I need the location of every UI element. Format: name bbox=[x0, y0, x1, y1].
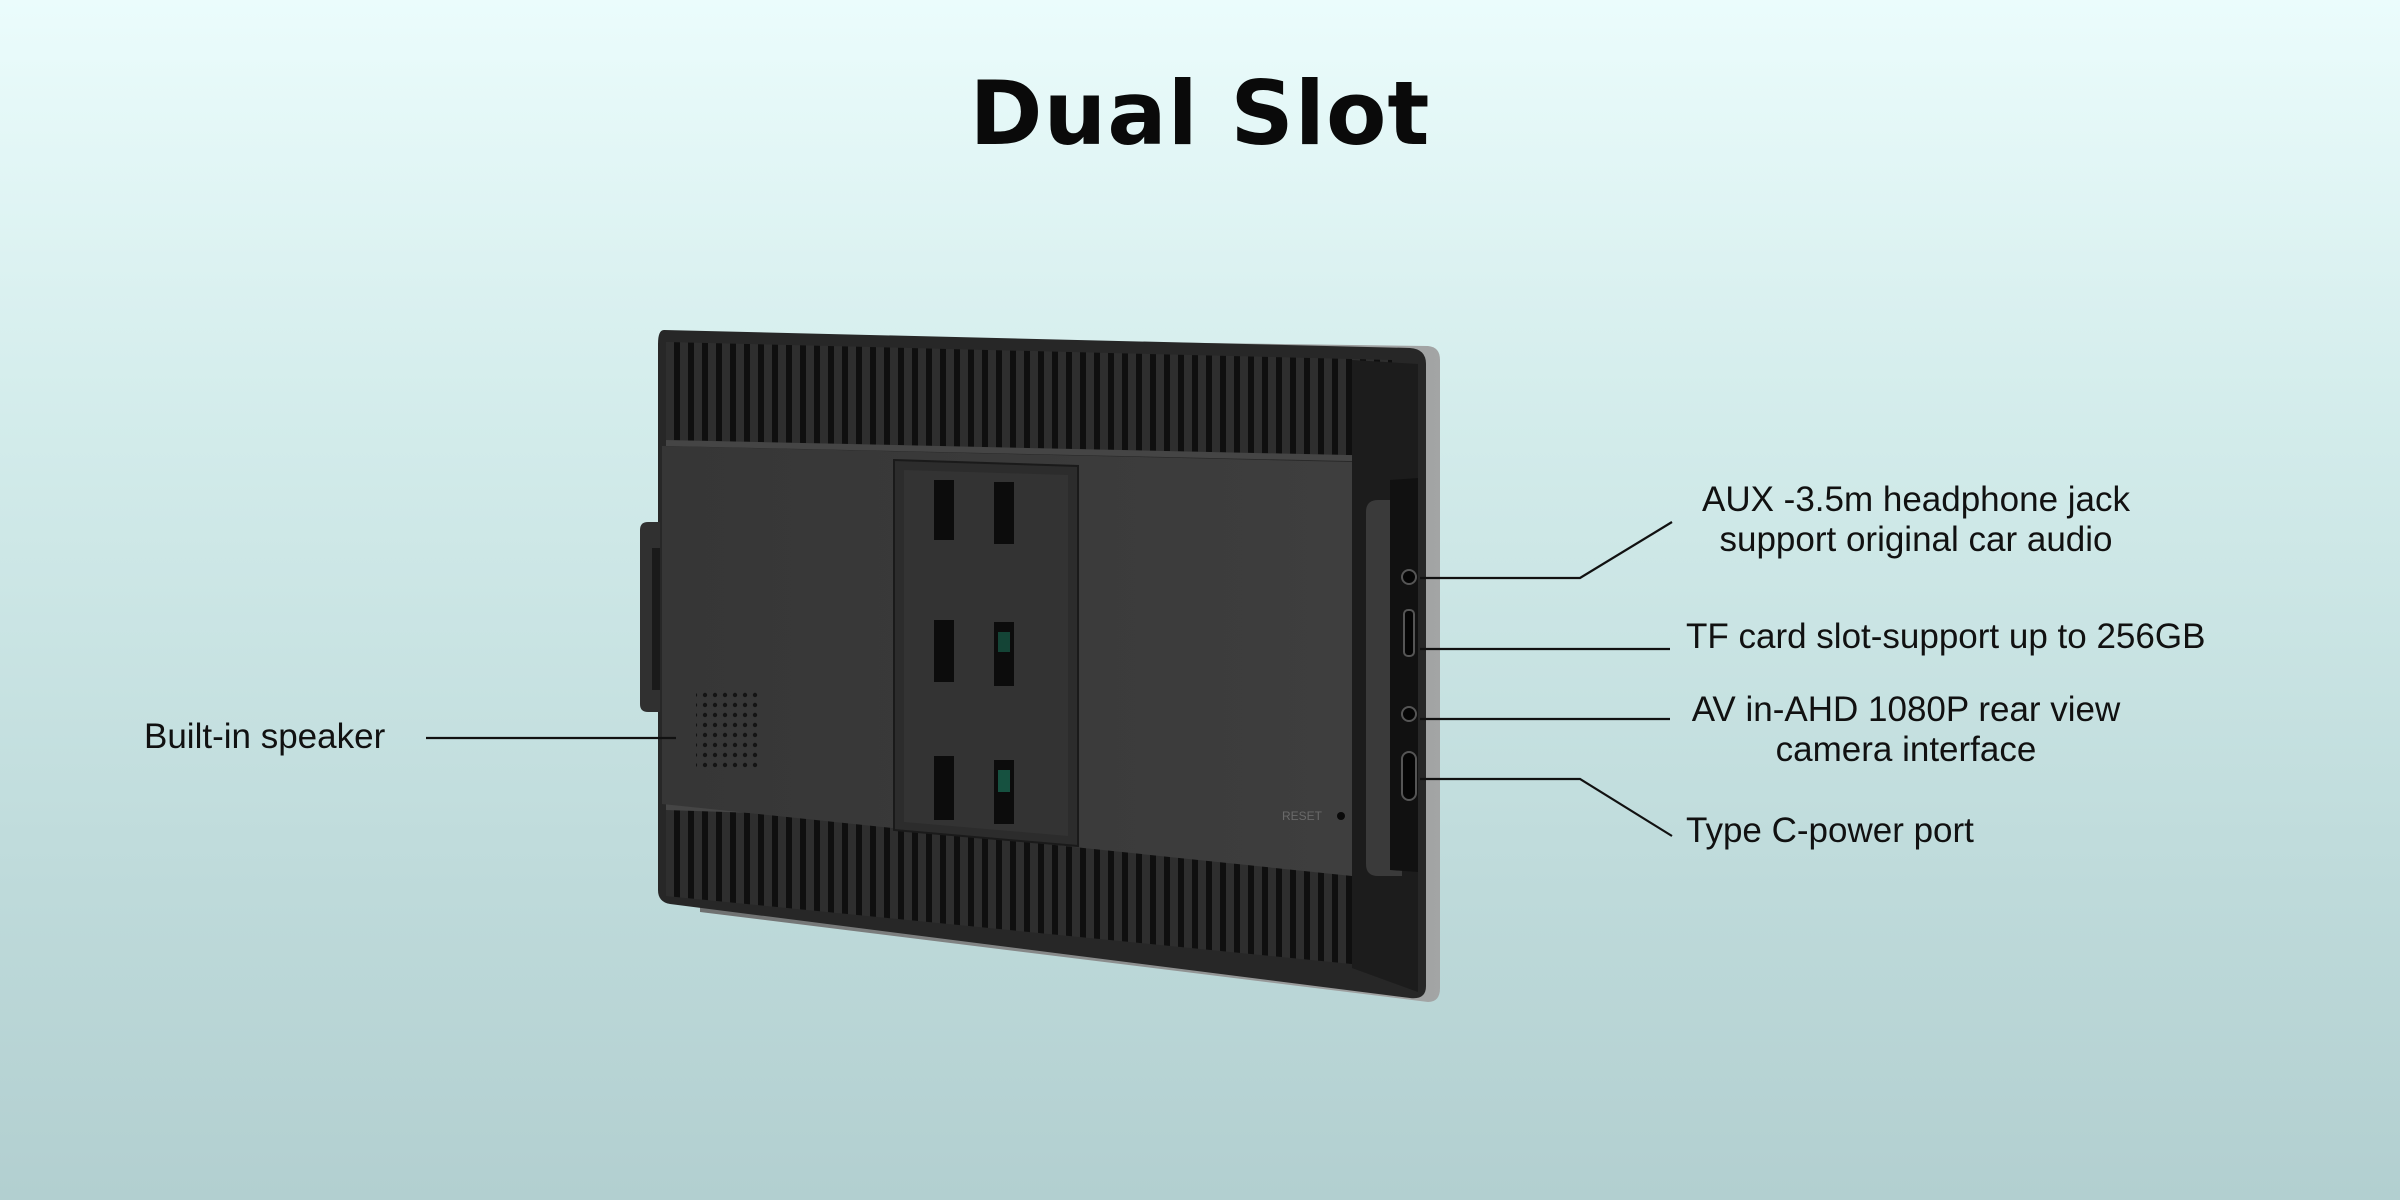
reset-button bbox=[1337, 812, 1345, 820]
label-type-c: Type C-power port bbox=[1686, 811, 1974, 850]
callout-line-aux bbox=[1420, 521, 1673, 580]
page-title: Dual Slot bbox=[969, 62, 1431, 165]
top-vent-fins bbox=[666, 342, 1392, 462]
speaker-grille bbox=[696, 688, 758, 770]
label-tf-slot: TF card slot-support up to 256GB bbox=[1686, 617, 2206, 656]
label-av-in: AV in-AHD 1080P rear view camera interfa… bbox=[1691, 690, 2121, 769]
callout-line-typec bbox=[1420, 777, 1673, 837]
label-built-in-speaker: Built-in speaker bbox=[144, 717, 386, 756]
callout-lines bbox=[426, 521, 1673, 837]
type-c-port bbox=[1401, 751, 1417, 801]
av-in-port bbox=[1401, 706, 1417, 722]
label-aux-jack: AUX -3.5m headphone jack support origina… bbox=[1701, 480, 2131, 559]
mount-bracket bbox=[893, 458, 1079, 848]
reset-label: RESET bbox=[1282, 809, 1323, 823]
left-side-knob bbox=[640, 522, 660, 712]
tf-card-slot bbox=[1403, 609, 1415, 657]
side-port-strip bbox=[1352, 360, 1418, 992]
aux-port bbox=[1401, 569, 1417, 585]
